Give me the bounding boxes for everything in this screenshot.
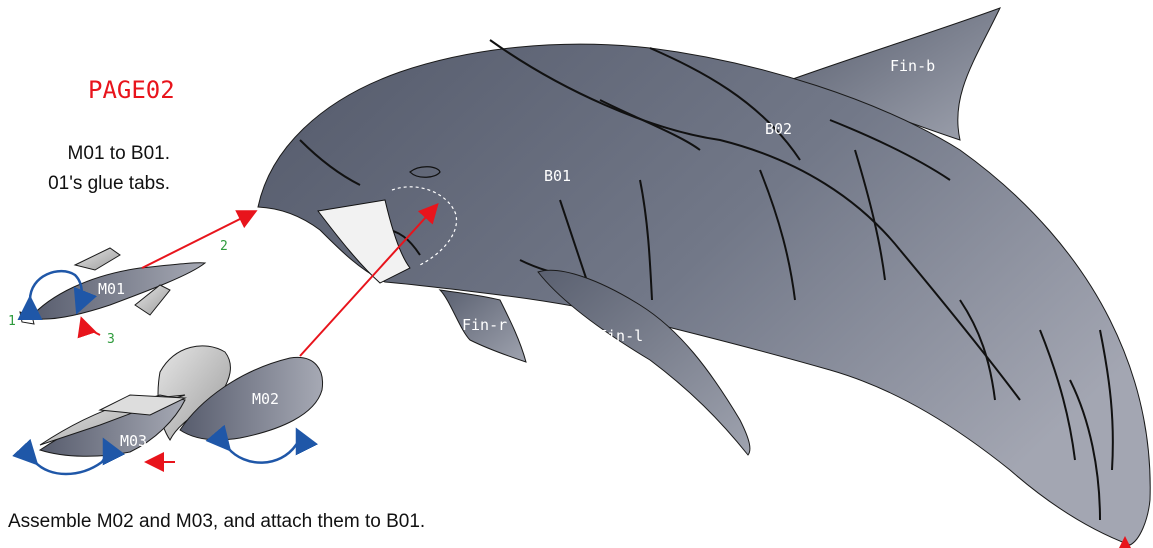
page-label: PAGE02 [88, 76, 175, 104]
instruction-line-3: Assemble M02 and M03, and attach them to… [8, 511, 425, 533]
arrow-glue-tab-3 [82, 320, 100, 335]
part-label-b02: B02 [765, 120, 792, 138]
part-label-fin-r: Fin-r [462, 316, 507, 334]
part-label-fin-b: Fin-b [890, 57, 935, 75]
instruction-line-1: M01 to B01. [68, 143, 170, 165]
part-label-m02: M02 [252, 390, 279, 408]
step-number-3: 3 [107, 332, 115, 347]
step-number-1: 1 [8, 314, 16, 329]
part-m01: M01 [20, 248, 205, 324]
part-label-m01: M01 [98, 280, 125, 298]
arrow-m01-to-b01 [142, 212, 254, 268]
part-label-m03: M03 [120, 432, 147, 450]
part-label-b01: B01 [544, 167, 571, 185]
step-number-2: 2 [220, 239, 228, 254]
part-label-fin-l: Fin-l [598, 327, 643, 345]
instruction-line-2: 01's glue tabs. [48, 173, 170, 195]
dolphin-body [258, 44, 1150, 545]
part-m02-m03: M02 M03 [40, 346, 323, 456]
